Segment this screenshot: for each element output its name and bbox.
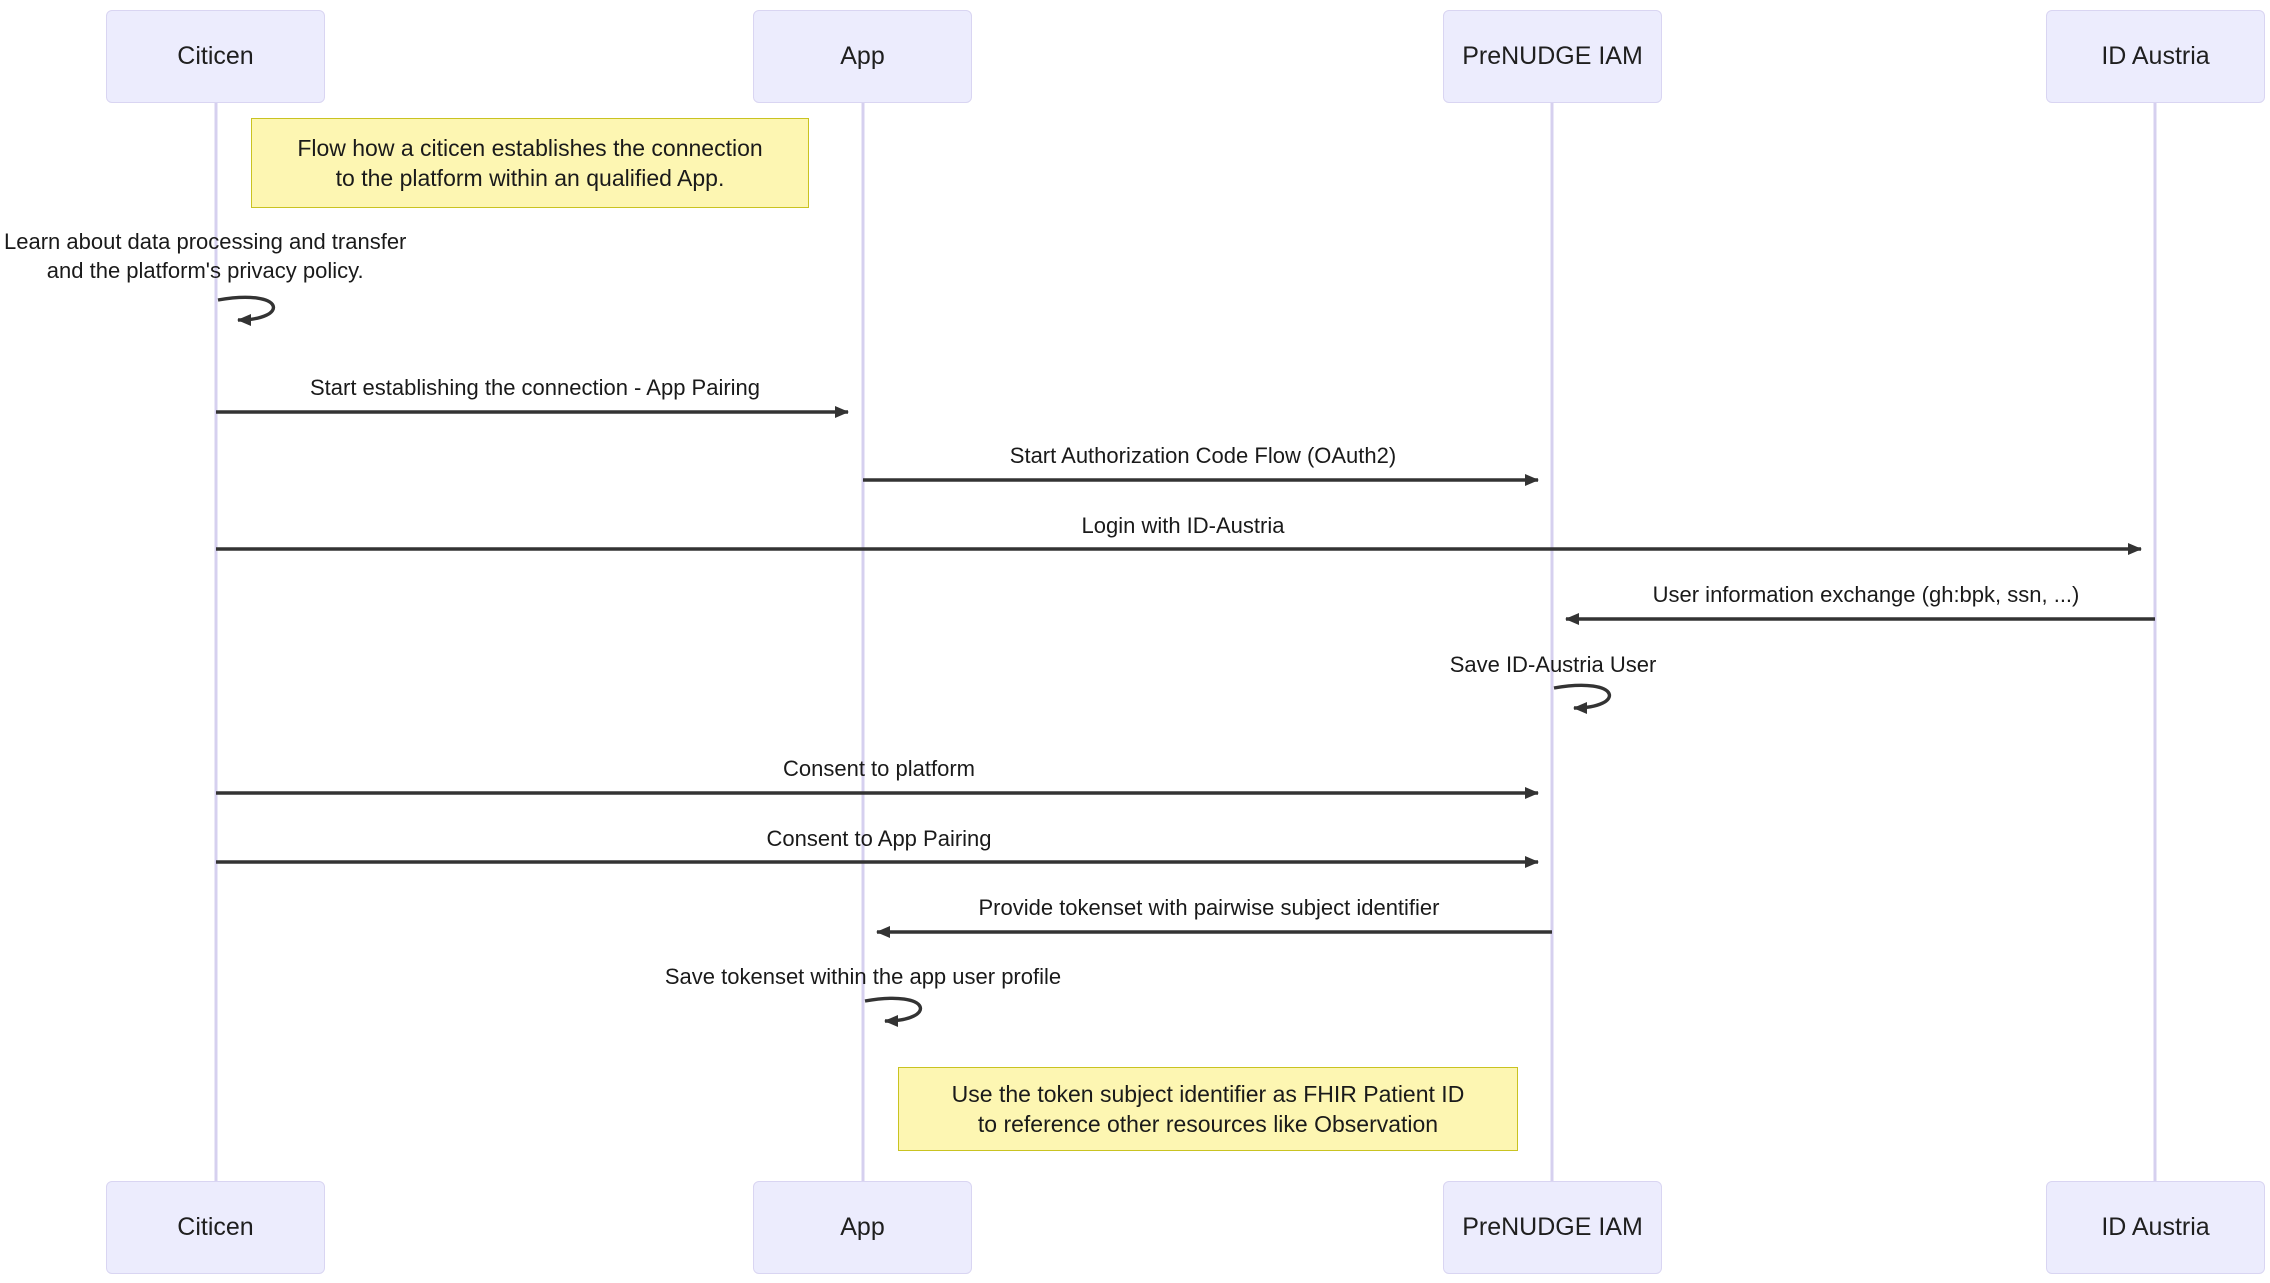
arrow-msg-save-id-austria-user	[1553, 683, 1612, 714]
participant-label-citicen-bottom: Citicen	[177, 1213, 254, 1241]
note-flow-overview-line-1: Flow how a citicen establishes the conne…	[297, 134, 763, 161]
participant-label-citicen-top: Citicen	[177, 42, 254, 70]
arrow-msg-save-tokenset	[864, 996, 923, 1027]
message-label-msg-save-tokenset: Save tokenset within the app user profil…	[664, 964, 1062, 989]
note-flow-overview: Flow how a citicen establishes the conne…	[251, 118, 809, 208]
message-label-msg-learn-privacy-line-2: and the platform's privacy policy.	[46, 257, 364, 283]
participant-label-iam-bottom: PreNUDGE IAM	[1462, 1213, 1643, 1241]
message-label-msg-consent-platform: Consent to platform	[783, 756, 975, 781]
message-label-msg-user-info-exchange: User information exchange (gh:bpk, ssn, …	[1652, 582, 2080, 607]
message-label-msg-start-authcode-flow: Start Authorization Code Flow (OAuth2)	[1009, 443, 1397, 468]
message-label-msg-start-connection: Start establishing the connection - App …	[309, 375, 761, 400]
message-arrows	[216, 295, 2155, 1027]
participant-box-app-bottom[interactable]: App	[753, 1181, 972, 1274]
message-label-msg-learn-privacy-line-1: Learn about data processing and transfer	[4, 229, 407, 254]
message-label-msg-consent-app-pairing: Consent to App Pairing	[766, 826, 992, 851]
participant-label-app-bottom: App	[840, 1213, 885, 1241]
participant-box-idaustria-top[interactable]: ID Austria	[2046, 10, 2265, 103]
message-label-msg-learn-privacy: Learn about data processing and transfer…	[4, 228, 406, 285]
participant-box-citicen-top[interactable]: Citicen	[106, 10, 325, 103]
message-label-msg-save-id-austria-user: Save ID-Austria User	[1449, 652, 1657, 677]
participant-box-iam-top[interactable]: PreNUDGE IAM	[1443, 10, 1662, 103]
note-flow-overview-line-2: to the platform within an qualified App.	[335, 165, 725, 191]
participant-label-idaustria-top: ID Austria	[2101, 42, 2210, 70]
note-fhir-patient-id-line-1: Use the token subject identifier as FHIR…	[951, 1080, 1465, 1107]
participant-box-citicen-bottom[interactable]: Citicen	[106, 1181, 325, 1274]
participant-box-app-top[interactable]: App	[753, 10, 972, 103]
participant-box-iam-bottom[interactable]: PreNUDGE IAM	[1443, 1181, 1662, 1274]
note-fhir-patient-id-line-2: to reference other resources like Observ…	[977, 1111, 1439, 1137]
message-label-msg-provide-tokenset: Provide tokenset with pairwise subject i…	[978, 895, 1440, 920]
note-fhir-patient-id: Use the token subject identifier as FHIR…	[898, 1067, 1518, 1151]
participant-label-idaustria-bottom: ID Austria	[2101, 1213, 2210, 1241]
participant-label-iam-top: PreNUDGE IAM	[1462, 42, 1643, 70]
arrow-msg-learn-privacy	[217, 295, 276, 326]
lifelines	[214, 103, 2157, 1181]
participant-label-app-top: App	[840, 42, 885, 70]
message-label-msg-login-id-austria: Login with ID-Austria	[1081, 513, 1285, 538]
participant-box-idaustria-bottom[interactable]: ID Austria	[2046, 1181, 2265, 1274]
